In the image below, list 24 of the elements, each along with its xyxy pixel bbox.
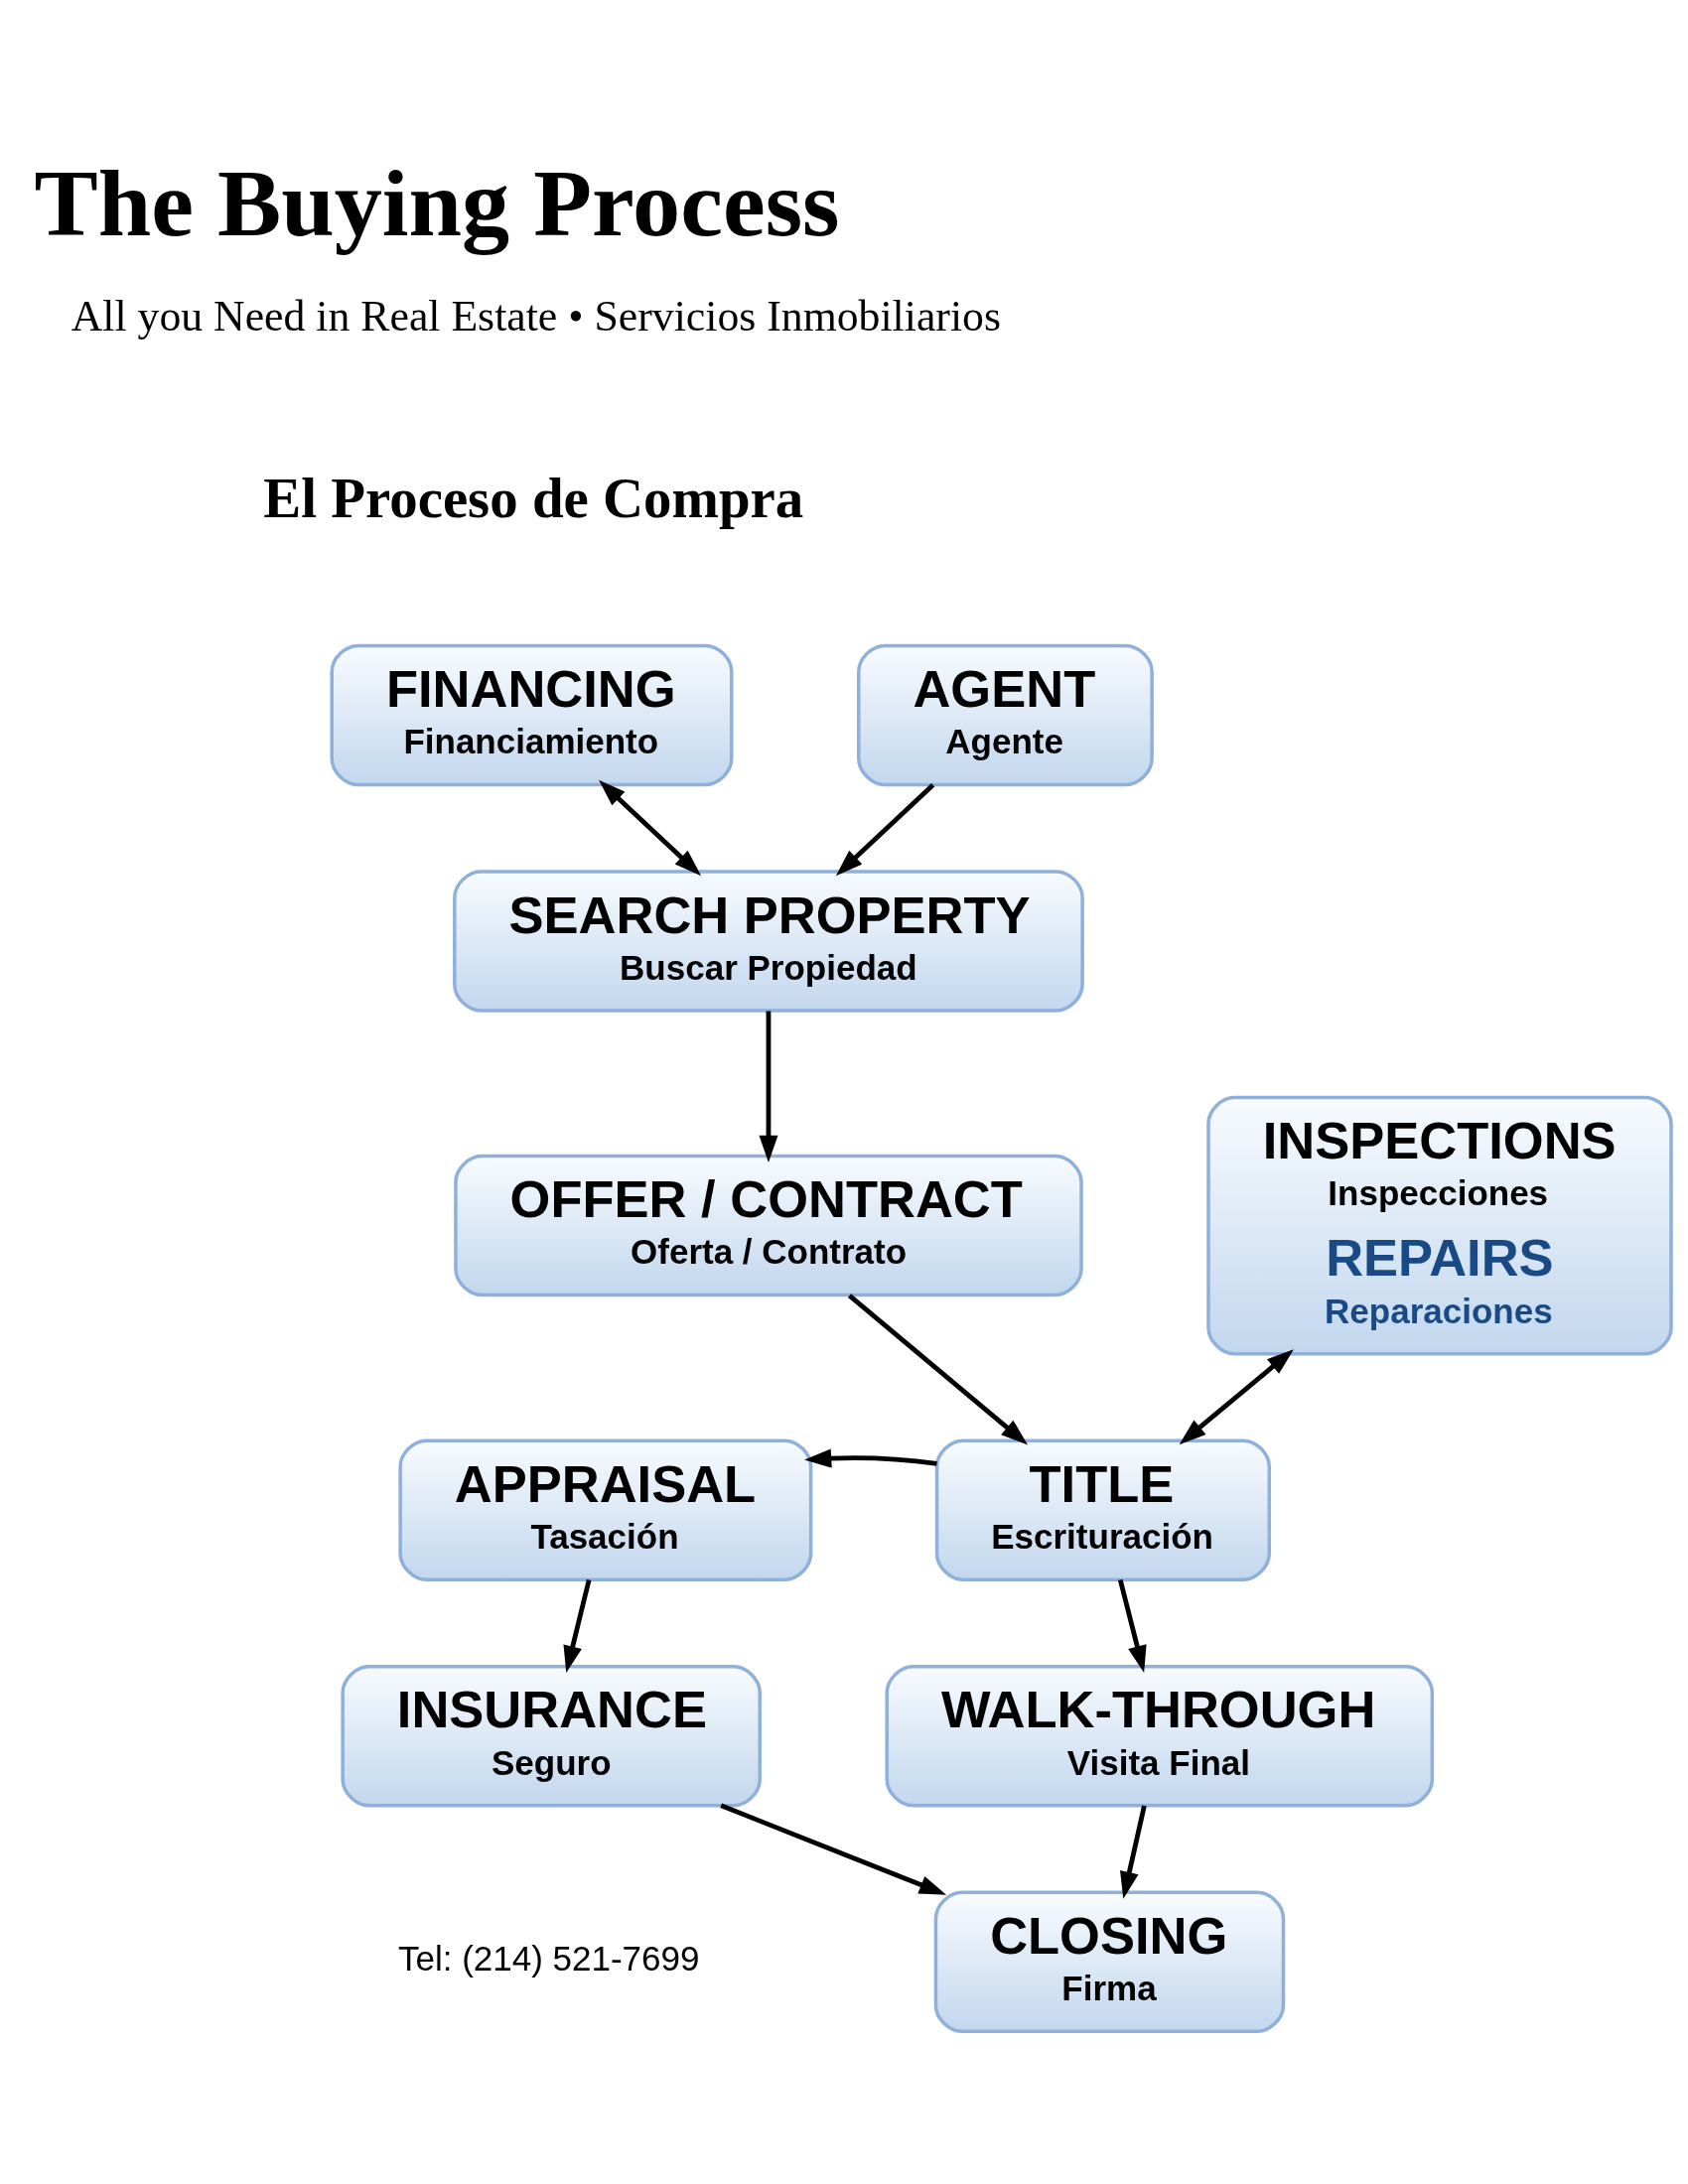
node-box: FINANCING Financiamiento [330,643,734,787]
arrow [1179,1349,1294,1445]
arrow [759,1011,778,1162]
arrow [804,1448,937,1468]
node-box: INSURANCE Seguro [341,1664,762,1808]
arrow [563,1578,592,1674]
label: All you Need in Real Estate • Servicios Inmobiliarios [70,292,1001,341]
node-box: WALK-THROUGH Visita Final [885,1664,1435,1808]
node-box: APPRAISAL Tasación [398,1438,813,1581]
arrow [1120,1805,1147,1899]
arrow [1117,1578,1147,1674]
node-box: TITLE Escrituración [934,1438,1271,1581]
node-box: SEARCH PROPERTY Buscar Propiedad [453,870,1084,1013]
arrow [720,1803,947,1895]
arrow [848,1294,1029,1445]
node-box: OFFER / CONTRACT Oferta / Contrato [454,1154,1083,1297]
node-box: INSPECTIONS Inspecciones REPAIRS Reparaciones [1206,1095,1673,1356]
arrow [835,783,935,877]
diagram-title: The Buying Process [34,150,840,257]
label: El Proceso de Compra [263,466,804,529]
node-box: CLOSING Firma [933,1890,1286,2033]
label: Tel: (214) 521-7699 [397,1938,700,1978]
node-box: AGENT Agente [857,643,1154,787]
arrow [599,779,702,877]
